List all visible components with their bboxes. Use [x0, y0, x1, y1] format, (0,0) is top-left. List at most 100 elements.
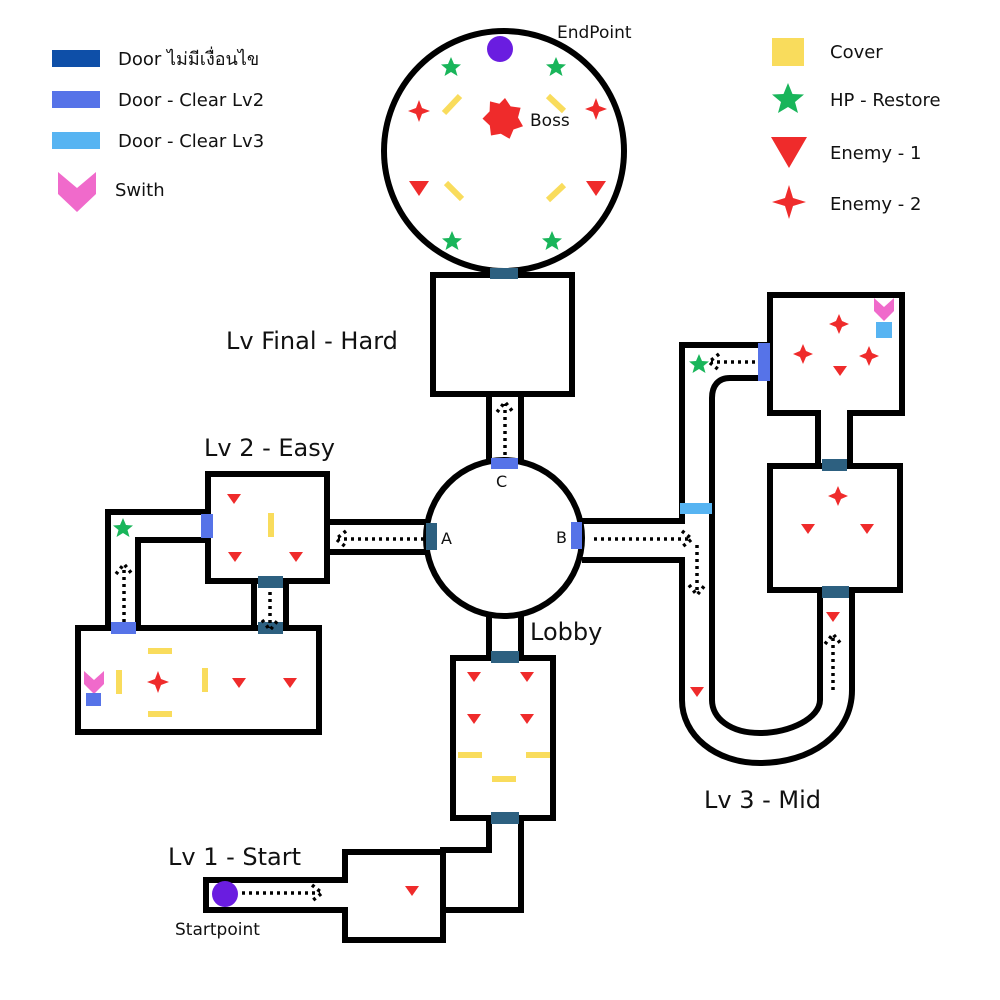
lv2-upper-room-wall — [205, 471, 330, 584]
lv3-arrow-down — [687, 545, 707, 598]
lv2-label: Lv 2 - Easy — [204, 434, 335, 462]
lv1-path-arrow — [242, 883, 325, 903]
lv-final-room-wall — [430, 272, 575, 397]
lv2-enemy-1-icon-4 — [232, 678, 246, 688]
boss-room-hp-icon-3 — [442, 231, 462, 250]
legend-hp-restore-label: HP - Restore — [830, 90, 941, 111]
lv-final-path-arrow — [495, 399, 515, 455]
door-b-label: B — [556, 528, 567, 547]
legend-enemy-1-icon — [771, 137, 807, 168]
boss-label: Boss — [530, 111, 570, 131]
lv2-switch-icon — [84, 671, 104, 694]
lv3-enemy-2-icon-1 — [829, 314, 849, 334]
legend-door-clear-lv2-label: Door - Clear Lv2 — [118, 90, 264, 111]
boss-room-cover-4 — [545, 182, 567, 203]
legend-hp-restore-icon — [772, 83, 804, 113]
lv2-cover-4 — [202, 668, 208, 692]
lobby-entry-door-bottom — [491, 812, 519, 824]
lobby-entry-door-top — [491, 651, 519, 663]
boss-icon — [482, 98, 523, 139]
legend-cover-label: Cover — [830, 42, 883, 63]
lv3-enemy-2-icon-4 — [828, 486, 848, 506]
lv3-outer-corridor — [582, 342, 855, 767]
boss-room-hp-icon-4 — [542, 231, 562, 250]
legend-switch-icon — [58, 172, 96, 212]
lobby-room-enemy-1-icon-3 — [467, 714, 481, 724]
lv3-enemy-2-icon-3 — [859, 346, 879, 366]
lv2-lobby-corridor — [322, 519, 438, 555]
lv2-cover-3 — [116, 670, 122, 694]
lobby-room-enemy-1-icon-4 — [520, 714, 534, 724]
lv1-enemy-1-icon — [405, 886, 419, 896]
lobby-room-enemy-1-icon-2 — [520, 672, 534, 682]
lv3-upper-room-wall — [767, 292, 905, 469]
lv2-door-upper-left — [201, 514, 213, 538]
lv2-enemy-1-icon-1 — [227, 494, 241, 504]
boss-room-hp-icon-1 — [441, 57, 461, 76]
lv2-cover-1 — [148, 648, 172, 654]
endpoint-label: EndPoint — [557, 23, 632, 43]
legend-switch-label: Swith — [115, 180, 165, 201]
lobby-entry-room — [440, 651, 556, 913]
lobby-room-cover-3 — [492, 776, 516, 782]
legend-enemy-2-icon — [772, 185, 806, 219]
startpoint-label: Startpoint — [175, 920, 260, 940]
lv3-door-middle-top — [822, 459, 847, 471]
lv3-switch-icon — [874, 298, 894, 321]
boss-room-hp-icon-2 — [546, 57, 566, 76]
lv3-enemy-1-icon-4 — [826, 612, 840, 622]
legend-right: Cover HP - Restore Enemy - 1 Enemy - 2 — [771, 38, 941, 219]
lv2-arrow-left — [333, 529, 424, 549]
lv2-cover-upper — [268, 513, 274, 537]
lobby-room-cover-1 — [458, 752, 482, 758]
lobby-room-cover-2 — [526, 752, 550, 758]
legend-door-unconditional-swatch — [52, 50, 100, 67]
startpoint-marker — [212, 881, 238, 907]
lv1-label: Lv 1 - Start — [168, 843, 301, 871]
legend-door-unconditional-label: Door ไม่มีเงื่อนไข — [118, 46, 259, 70]
legend-enemy-2-label: Enemy - 2 — [830, 194, 921, 215]
boss-room-enemy-2-icon-2 — [585, 98, 607, 120]
lv2-enemy-1-icon-3 — [289, 552, 303, 562]
endpoint-marker — [487, 36, 513, 62]
lobby: C A B Lobby — [423, 457, 602, 665]
lv3-enemy-1-icon-1 — [833, 366, 847, 376]
legend-door-clear-lv2-swatch — [52, 91, 100, 108]
legend-door-clear-lv3-swatch — [52, 132, 100, 149]
lv2-enemy-1-icon-5 — [283, 678, 297, 688]
lv2-arrow-up — [114, 561, 134, 622]
legend-door-clear-lv3-label: Door - Clear Lv3 — [118, 131, 264, 152]
lv2-door-left-switch — [111, 622, 136, 634]
lv3-inner-corridor — [709, 375, 823, 737]
lv3-door-upper — [758, 343, 770, 381]
lv1-room-wall — [203, 849, 446, 943]
lv3-enemy-1-icon-5 — [690, 687, 704, 697]
boss-door — [490, 268, 518, 279]
boss-room-wall — [381, 28, 627, 274]
boss-room-cover-2 — [545, 93, 567, 114]
boss-room: EndPoint Boss — [381, 23, 632, 274]
door-a — [426, 523, 437, 550]
lv3-hp-icon — [689, 354, 709, 373]
boss-room-enemy-1-icon-2 — [586, 181, 606, 196]
lv2-room: Lv 2 - Easy — [75, 434, 438, 735]
legend-enemy-1-label: Enemy - 1 — [830, 143, 921, 164]
lv3-enemy-2-icon-2 — [793, 344, 813, 364]
lv2-door-down — [258, 576, 283, 588]
legend-cover-icon — [772, 38, 804, 66]
lv3-arrow-left — [706, 352, 755, 372]
lv3-switch-door-marker — [876, 322, 892, 338]
lv3-middle-room-wall — [767, 463, 903, 593]
lv3-door-corridor — [680, 503, 712, 514]
boss-room-enemy-1-icon-1 — [409, 181, 429, 196]
door-b — [571, 522, 582, 549]
lv3-arrow-right — [594, 529, 695, 549]
lv2-arrow-down — [260, 592, 280, 633]
lobby-room-enemy-1-icon-1 — [467, 672, 481, 682]
door-c — [491, 458, 518, 469]
lv2-hp-icon — [113, 518, 133, 537]
lv-final-room: Lv Final - Hard — [226, 268, 575, 467]
lv3-room: Lv 3 - Mid — [582, 292, 905, 814]
lv3-enemy-1-icon-3 — [860, 524, 874, 534]
